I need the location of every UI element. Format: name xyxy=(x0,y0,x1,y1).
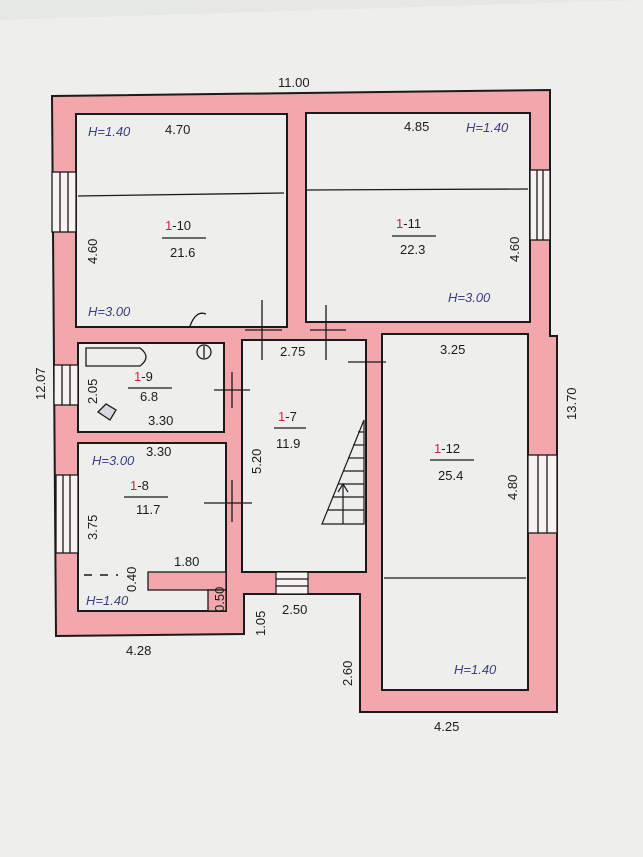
dim-overall-width: 11.00 xyxy=(278,75,310,90)
dim-bottom-left: 4.28 xyxy=(126,643,151,658)
room10-height-top: H=1.40 xyxy=(88,124,131,139)
room10-number: 1-10 xyxy=(165,218,191,233)
room-number-rules xyxy=(124,235,474,498)
room10-area: 21.6 xyxy=(170,245,195,260)
dim-stair-width: 2.50 xyxy=(282,602,307,617)
dim-bottom-right: 4.25 xyxy=(434,719,459,734)
dim-partition-1: 1.80 xyxy=(174,554,199,569)
room8-height-top: H=3.00 xyxy=(92,453,135,468)
window-room11-right xyxy=(529,169,551,241)
room11-number: 1-11 xyxy=(396,216,421,231)
toilet-icon xyxy=(96,403,117,421)
dim-step-1: 1.05 xyxy=(253,611,268,636)
entrance-steps xyxy=(275,571,309,595)
window-room10-left xyxy=(51,171,77,233)
dim-room8-width-top: 3.30 xyxy=(146,444,171,459)
divider-room10 xyxy=(77,192,285,197)
dim-room7-height: 5.20 xyxy=(249,449,264,474)
divider-room11 xyxy=(305,188,529,191)
dim-room9-width: 3.30 xyxy=(148,413,173,428)
door-ticks xyxy=(204,300,386,594)
room12-area: 25.4 xyxy=(438,468,463,483)
window-room8-left xyxy=(55,474,79,554)
staircase xyxy=(321,419,365,525)
dim-room11-width: 4.85 xyxy=(404,119,429,134)
room12-height: H=1.40 xyxy=(454,662,497,677)
dim-room11-height: 4.60 xyxy=(507,237,522,262)
room8-height-bottom: H=1.40 xyxy=(86,593,129,608)
dim-partition-2: 0.40 xyxy=(124,567,139,592)
dim-room9-height: 2.05 xyxy=(85,379,100,404)
dim-room7-width: 2.75 xyxy=(280,344,305,359)
room12-number: 1-12 xyxy=(434,441,460,456)
dim-room8-height: 3.75 xyxy=(85,515,100,540)
window-room9-left xyxy=(53,364,79,406)
bathtub-icon xyxy=(85,347,147,367)
dim-room12-width: 3.25 xyxy=(440,342,465,357)
room8-pillar xyxy=(207,589,227,612)
room10-arc xyxy=(189,312,207,327)
room11-height-bottom: H=3.00 xyxy=(448,290,491,305)
room7-number: 1-7 xyxy=(278,409,297,424)
room8-area: 11.7 xyxy=(136,502,160,517)
dim-overall-height-right: 13.70 xyxy=(564,387,579,420)
dim-step-2: 2.60 xyxy=(340,661,355,686)
room9-number: 1-9 xyxy=(134,369,153,384)
dim-room10-width: 4.70 xyxy=(165,122,190,137)
room10-height-bottom: H=3.00 xyxy=(88,304,131,319)
room9-area: 6.8 xyxy=(140,389,158,404)
sink-icon xyxy=(196,344,212,360)
room8-number: 1-8 xyxy=(130,478,149,493)
bathroom-fixtures xyxy=(85,312,212,421)
window-room12-right xyxy=(527,454,558,534)
dim-room10-height: 4.60 xyxy=(85,239,100,264)
dim-overall-height-left: 12.07 xyxy=(33,367,48,400)
room11-area: 22.3 xyxy=(400,242,425,257)
room11-height-top: H=1.40 xyxy=(466,120,509,135)
dim-room12-height: 4.80 xyxy=(505,475,520,500)
dim-partition-3: 0.50 xyxy=(212,587,227,612)
room8-partition xyxy=(147,571,227,591)
windows xyxy=(51,169,558,554)
room7-area: 11.9 xyxy=(276,436,300,451)
